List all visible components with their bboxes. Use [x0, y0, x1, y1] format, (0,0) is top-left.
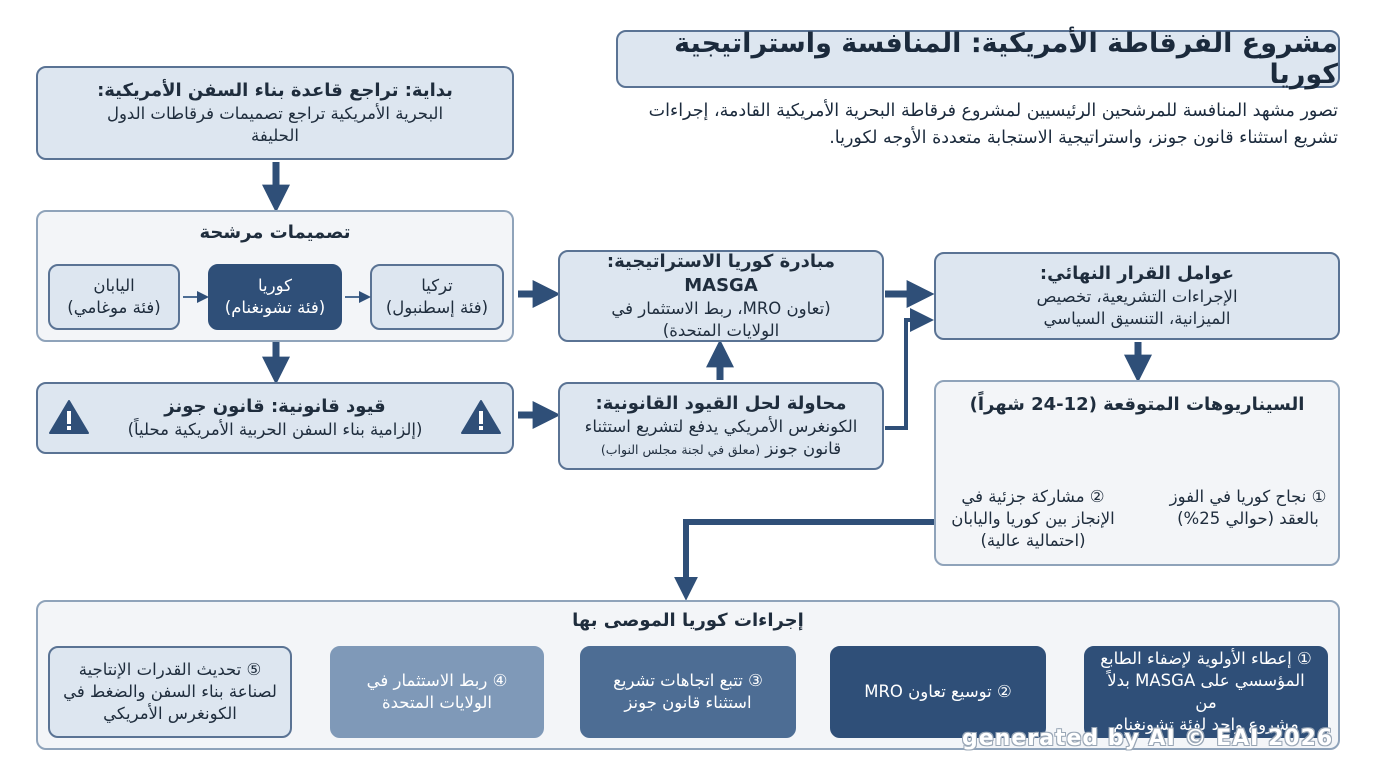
- constraint-text: (إلزامية بناء السفن الحربية الأمريكية مح…: [127, 420, 423, 439]
- page-subtitle: تصور مشهد المنافسة للمرشحين الرئيسيين لم…: [560, 98, 1338, 152]
- action-3-line-1: ③ تتبع اتجاهات تشريع: [613, 671, 763, 690]
- page-title: مشروع الفرقاطة الأمريكية: المنافسة واستر…: [616, 28, 1340, 90]
- watermark: generated by AI © EAI 2026: [962, 726, 1334, 751]
- candidate-korea: كوريا (فئة تشونغنام): [208, 264, 342, 330]
- actions-heading: إجراءات كوريا الموصى بها: [572, 610, 804, 631]
- scenario-2-line-3: (احتمالية عالية): [980, 531, 1086, 550]
- resolution-line-2-wrap: قانون جونز (معلق في لجنة مجلس النواب): [601, 438, 841, 460]
- scenario-1-line-2: بالعقد (حوالي 25%): [1177, 509, 1319, 528]
- japan-class: (فئة موغامي): [67, 298, 161, 317]
- scenario-2-line-2: الإنجاز بين كوريا واليابان: [951, 509, 1115, 528]
- masga-line-1: (تعاون MRO، ربط الاستثمار في: [611, 299, 831, 318]
- action-4-line-1: ④ ربط الاستثمار في: [366, 671, 508, 690]
- turkey-name: تركيا: [421, 276, 453, 295]
- action-1-line-2: المؤسسي على MASGA بدلاً من: [1107, 671, 1305, 712]
- action-1-line-1: ① إعطاء الأولوية لإضفاء الطابع: [1100, 649, 1312, 668]
- constraint-heading: قيود قانونية: قانون جونز: [164, 396, 386, 417]
- resolution-line-1: الكونغرس الأمريكي يدفع لتشريع استثناء: [584, 417, 858, 436]
- warning-icon: [461, 400, 501, 434]
- subtitle-line-1: تصور مشهد المنافسة للمرشحين الرئيسيين لم…: [648, 101, 1338, 121]
- resolution-box: محاولة لحل القيود القانونية: الكونغرس ال…: [558, 382, 884, 470]
- korea-class: (فئة تشونغنام): [224, 298, 326, 317]
- scenario-2: ② مشاركة جزئية في الإنجاز بين كوريا والي…: [940, 486, 1126, 552]
- scenarios-container: السيناريوهات المتوقعة (12-24 شهراً): [934, 380, 1340, 566]
- constraint-box: قيود قانونية: قانون جونز (إلزامية بناء ا…: [36, 382, 514, 454]
- warning-icon: [49, 400, 89, 434]
- factors-line-2: الميزانية، التنسيق السياسي: [1043, 309, 1231, 328]
- action-2: ② توسيع تعاون MRO: [830, 646, 1046, 738]
- masga-heading: مبادرة كوريا الاستراتيجية: MASGA: [606, 251, 836, 296]
- action-3: ③ تتبع اتجاهات تشريع استثناء قانون جونز: [580, 646, 796, 738]
- arrow-resolution-to-factors: [885, 308, 934, 430]
- start-heading: بداية: تراجع قاعدة بناء السفن الأمريكية:: [97, 80, 453, 101]
- candidate-japan: اليابان (فئة موغامي): [48, 264, 180, 330]
- resolution-note: (معلق في لجنة مجلس النواب): [600, 442, 761, 457]
- scenario-1: ① نجاح كوريا في الفوز بالعقد (حوالي 25%): [1160, 486, 1336, 530]
- factors-box: عوامل القرار النهائي: الإجراءات التشريعي…: [934, 252, 1340, 340]
- action-5-line-1: ⑤ تحديث القدرات الإنتاجية: [78, 660, 262, 679]
- candidate-turkey: تركيا (فئة إسطنبول): [370, 264, 504, 330]
- action-4: ④ ربط الاستثمار في الولايات المتحدة: [330, 646, 544, 738]
- action-5: ⑤ تحديث القدرات الإنتاجية لصناعة بناء ال…: [48, 646, 292, 738]
- masga-line-2: الولايات المتحدة): [662, 321, 780, 340]
- candidates-heading: تصميمات مرشحة: [199, 222, 351, 243]
- action-4-line-2: الولايات المتحدة: [381, 693, 493, 712]
- subtitle-line-2: تشريع استثناء قانون جونز، واستراتيجية ال…: [829, 128, 1338, 148]
- resolution-line-2: قانون جونز: [765, 439, 842, 458]
- scenario-2-line-1: ② مشاركة جزئية في: [961, 487, 1105, 506]
- start-line-1: البحرية الأمريكية تراجع تصميمات فرقاطات …: [106, 104, 444, 123]
- korea-name: كوريا: [258, 276, 292, 295]
- action-1: ① إعطاء الأولوية لإضفاء الطابع المؤسسي ع…: [1084, 646, 1328, 738]
- action-2-text: ② توسيع تعاون MRO: [864, 682, 1012, 701]
- start-line-2: الحليفة: [251, 126, 299, 145]
- scenarios-heading: السيناريوهات المتوقعة (12-24 شهراً): [969, 394, 1305, 415]
- action-1-line-3: مشروع واحد لفئة تشونغنام: [1113, 715, 1299, 734]
- masga-box: مبادرة كوريا الاستراتيجية: MASGA (تعاون …: [558, 250, 884, 342]
- action-3-line-2: استثناء قانون جونز: [624, 693, 752, 712]
- turkey-class: (فئة إسطنبول): [385, 298, 489, 317]
- japan-name: اليابان: [93, 276, 135, 295]
- scenario-1-line-1: ① نجاح كوريا في الفوز: [1169, 487, 1327, 506]
- action-5-line-3: الكونغرس الأمريكي: [103, 704, 237, 723]
- resolution-heading: محاولة لحل القيود القانونية:: [595, 393, 847, 414]
- factors-heading: عوامل القرار النهائي:: [1039, 263, 1235, 284]
- page-title-text: مشروع الفرقاطة الأمريكية: المنافسة واستر…: [674, 28, 1338, 90]
- start-box: بداية: تراجع قاعدة بناء السفن الأمريكية:…: [36, 66, 514, 160]
- action-5-line-2: لصناعة بناء السفن والضغط في: [63, 682, 277, 701]
- factors-line-1: الإجراءات التشريعية، تخصيص: [1036, 287, 1238, 306]
- arrow-scenarios-to-actions: [674, 519, 934, 601]
